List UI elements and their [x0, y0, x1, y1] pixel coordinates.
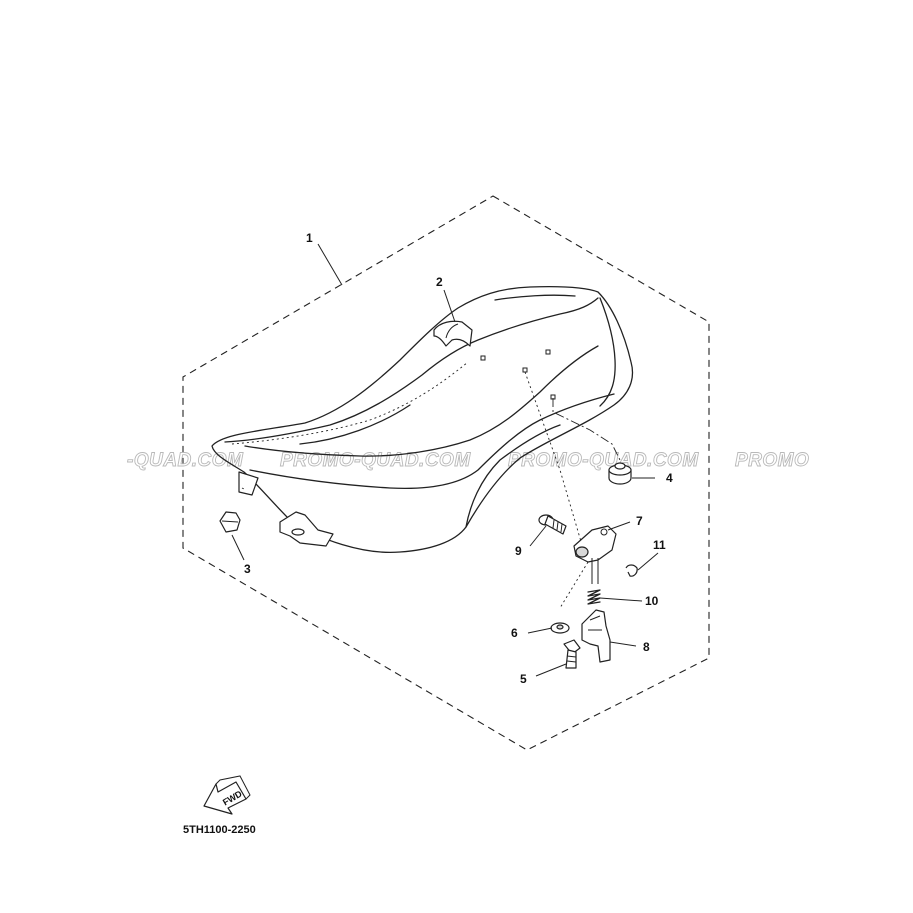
callout-7: 7: [636, 514, 643, 528]
callout-2: 2: [436, 275, 443, 289]
leader-11: [637, 552, 659, 571]
part-11-clip: [625, 564, 638, 577]
leader-7: [607, 521, 631, 531]
part-7-lock-bracket: [573, 525, 617, 584]
alignment-line-6: [559, 561, 589, 609]
callout-1: 1: [306, 231, 313, 245]
alignment-line-4: [552, 398, 621, 461]
seat-part-1: [211, 286, 634, 554]
part-6-washer: [550, 622, 570, 634]
callout-6: 6: [511, 626, 518, 640]
callout-9: 9: [515, 544, 522, 558]
assembly-boundary: [182, 195, 710, 751]
callout-11: 11: [653, 538, 666, 552]
part-2-strap: [433, 320, 473, 347]
watermark-text-4: PROMO: [735, 450, 809, 471]
part-4-cushion: [608, 462, 632, 485]
alignment-line-7: [524, 371, 583, 546]
leader-8: [609, 641, 637, 647]
callout-4: 4: [666, 471, 673, 485]
part-3-damper: [219, 511, 241, 533]
leader-3: [231, 534, 245, 561]
watermark-text-1: -QUAD.COM: [127, 450, 244, 471]
part-5-screw: [563, 639, 581, 669]
forward-arrow-icon: FWD: [203, 775, 251, 815]
callout-3: 3: [244, 562, 251, 576]
part-10-spring: [587, 589, 601, 605]
callout-5: 5: [520, 672, 527, 686]
drawing-code: 5TH1100-2250: [183, 824, 256, 836]
part-8-hook-plate: [581, 609, 611, 663]
leader-9: [529, 525, 547, 547]
leader-5: [535, 663, 567, 677]
leader-1: [317, 243, 343, 286]
callout-10: 10: [645, 594, 659, 608]
callout-8: 8: [643, 640, 650, 654]
leader-6: [527, 627, 553, 634]
watermark: -QUAD.COM PROMO-QUAD.COM PROMO-QUAD.COM …: [127, 450, 810, 472]
part-9-bolt: [538, 514, 567, 535]
leader-10: [599, 597, 643, 602]
watermark-text-3: PROMO-QUAD.COM: [508, 450, 699, 471]
leader-2: [443, 289, 456, 323]
